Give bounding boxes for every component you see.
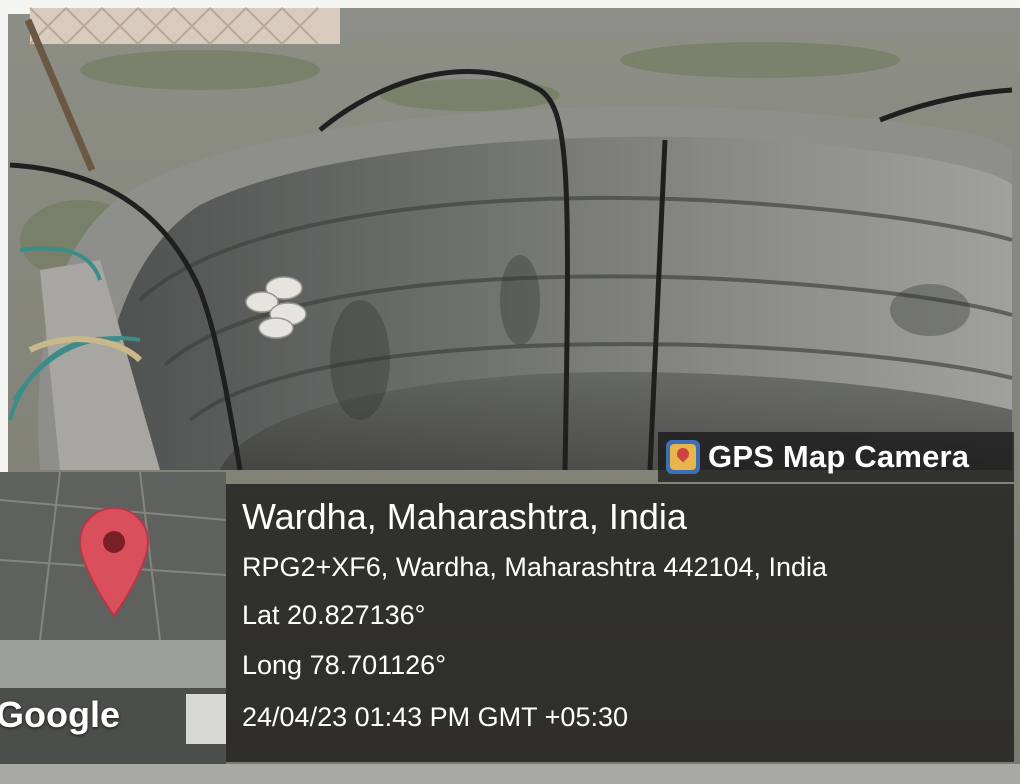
place-name: Wardha, Maharashtra, India bbox=[242, 496, 687, 537]
timestamp: 24/04/23 01:43 PM GMT +05:30 bbox=[242, 702, 629, 732]
address: RPG2+XF6, Wardha, Maharashtra 442104, In… bbox=[242, 552, 828, 582]
location-stamp bbox=[226, 484, 1014, 762]
latitude: Lat 20.827136° bbox=[242, 600, 426, 630]
google-watermark: Google bbox=[0, 694, 120, 735]
app-title: GPS Map Camera bbox=[708, 439, 970, 474]
map-pin-icon bbox=[78, 506, 150, 618]
longitude: Long 78.701126° bbox=[242, 650, 446, 680]
gps-camera-header: GPS Map Camera bbox=[658, 432, 1014, 482]
gps-map-camera-icon bbox=[666, 440, 700, 474]
